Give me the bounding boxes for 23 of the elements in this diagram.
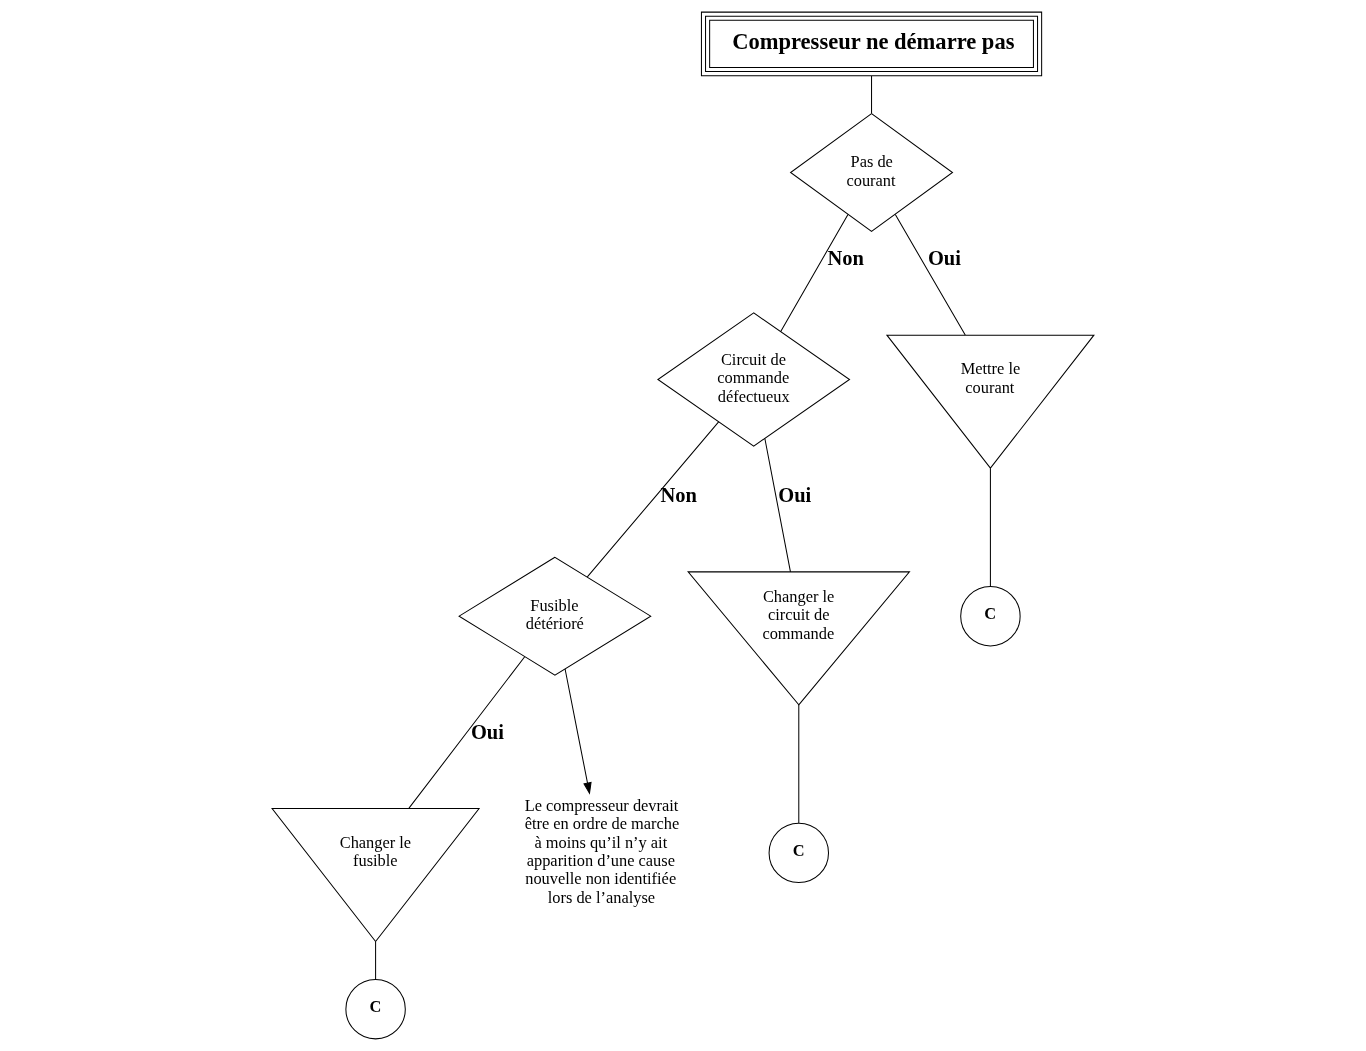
node-box: Compresseur ne démarre pas [700, 11, 1043, 77]
connector [408, 656, 526, 809]
edge-label: Oui [927, 247, 961, 270]
node-diamond: Pas de courant [789, 112, 954, 233]
node-diamond: Circuit de commande défectueux [657, 312, 851, 447]
node-diamond: Fusible détérioré [458, 556, 652, 676]
connector [798, 704, 800, 824]
edge-label: Non [660, 483, 697, 506]
connector [764, 438, 791, 573]
connector [894, 214, 966, 336]
node-circle: C [768, 822, 829, 884]
arrow [564, 668, 592, 795]
connector [780, 214, 849, 332]
connector [989, 467, 991, 587]
node-circle: C [960, 585, 1021, 647]
edge-label: Oui [778, 483, 812, 506]
node-circle: C [345, 978, 406, 1040]
connector [586, 421, 720, 578]
edge-label: Non [827, 247, 864, 270]
connector [375, 941, 377, 980]
connector [871, 75, 873, 114]
node-text: Le compresseur devrait être en ordre de marche à moins qu’il n’y ait apparition d’une cause nouvelle non identifiée lors de l’analyse [524, 795, 680, 907]
edge-label: Oui [470, 720, 504, 743]
